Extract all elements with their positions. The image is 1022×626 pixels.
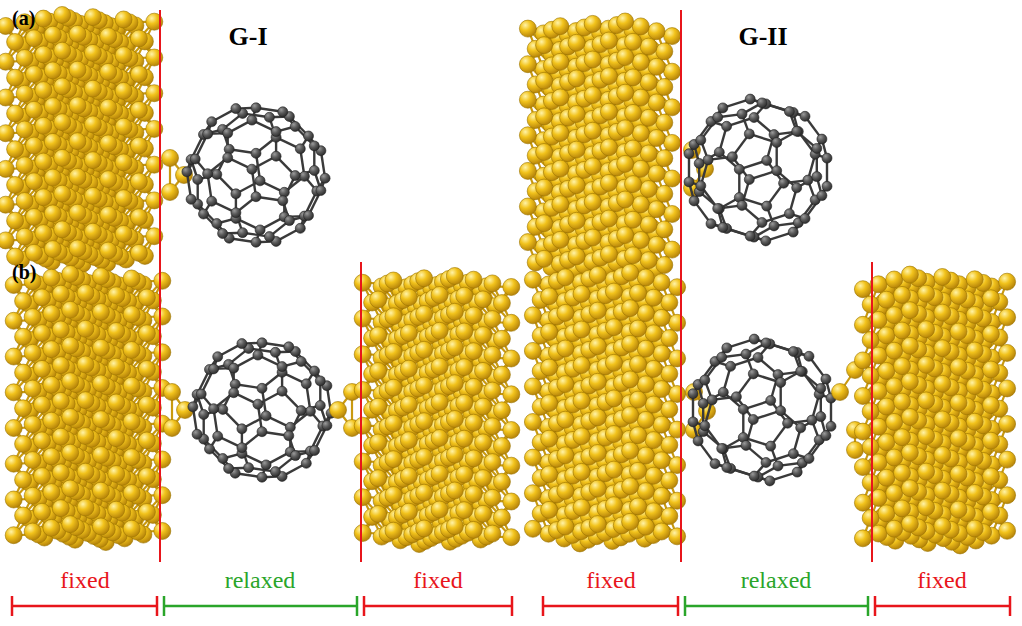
atom (35, 117, 52, 134)
atom (69, 168, 86, 185)
atom (84, 223, 101, 240)
atom (54, 7, 71, 24)
atom (26, 66, 43, 83)
atom (162, 150, 179, 167)
atom (69, 204, 86, 221)
atom (35, 153, 52, 170)
atom (26, 173, 43, 190)
atom (54, 78, 71, 95)
atom (100, 242, 117, 259)
atom (7, 177, 24, 194)
atom (26, 137, 43, 154)
atom (44, 26, 61, 43)
atom (35, 189, 52, 206)
atom (130, 30, 147, 47)
atom (0, 89, 14, 106)
atom (16, 193, 33, 210)
atom (54, 185, 71, 202)
atom (84, 116, 101, 133)
atom (100, 206, 117, 223)
atom (44, 241, 61, 258)
atom (54, 42, 71, 59)
atom (26, 101, 43, 118)
atom (130, 137, 147, 154)
atom (69, 133, 86, 150)
atom (16, 85, 33, 102)
c60-molecule (182, 103, 330, 247)
atom (16, 121, 33, 138)
atom (0, 125, 14, 142)
atom-layer (0, 7, 1016, 554)
atom (130, 66, 147, 83)
atom (7, 105, 24, 122)
atom (115, 225, 132, 242)
atom (44, 133, 61, 150)
atom (115, 190, 132, 207)
atom (100, 171, 117, 188)
atom (26, 244, 43, 261)
atom (16, 228, 33, 245)
atom (100, 28, 117, 45)
atom (69, 25, 86, 42)
atom (35, 10, 52, 27)
atom (7, 141, 24, 158)
atom (115, 118, 132, 135)
atom (84, 44, 101, 61)
atom (130, 173, 147, 190)
atom (115, 82, 132, 99)
atom (115, 11, 132, 28)
atom (115, 154, 132, 171)
atom (0, 232, 14, 249)
atom (35, 82, 52, 99)
atom (100, 135, 117, 152)
atom (0, 196, 14, 213)
atom (44, 169, 61, 186)
atom (54, 114, 71, 131)
atom (130, 101, 147, 118)
atom (130, 244, 147, 261)
atom (100, 99, 117, 116)
atom (84, 9, 101, 26)
atom (7, 212, 24, 229)
atom (84, 152, 101, 169)
atom (26, 30, 43, 47)
atom (44, 62, 61, 79)
atom (0, 53, 14, 70)
atom (84, 80, 101, 97)
atom (69, 240, 86, 257)
atom (35, 225, 52, 242)
atom (84, 187, 101, 204)
atom (69, 61, 86, 78)
atom (44, 98, 61, 115)
atom (44, 205, 61, 222)
atom (7, 69, 24, 86)
atom (0, 160, 14, 177)
atom (115, 47, 132, 64)
atom (69, 97, 86, 114)
atom (54, 221, 71, 238)
atom (7, 34, 24, 51)
atom (16, 50, 33, 67)
atom (100, 63, 117, 80)
atom (16, 157, 33, 174)
atom (162, 184, 179, 201)
atom (130, 209, 147, 226)
atom (35, 46, 52, 63)
atom (26, 209, 43, 226)
gold-cluster (0, 7, 163, 273)
atom (54, 149, 71, 166)
